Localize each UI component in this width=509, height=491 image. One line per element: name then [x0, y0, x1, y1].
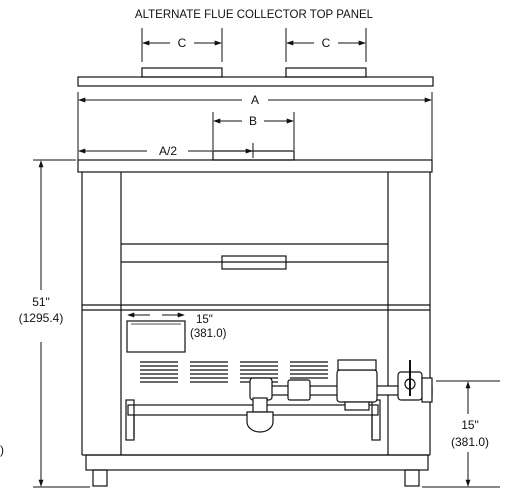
- sediment-trap: [246, 411, 274, 433]
- louver-group-4: [290, 361, 328, 379]
- pipe-end-fitting: [421, 377, 433, 403]
- dimension-c-right-label: C: [322, 36, 331, 50]
- gas-valve-body: [336, 369, 378, 403]
- dimension-a-label: A: [251, 93, 259, 107]
- gas-valve-top: [337, 359, 377, 371]
- top-panel-plate: [77, 76, 434, 87]
- dimension-gas-inlet-height: [422, 380, 500, 488]
- dimension-b-label: B: [249, 114, 257, 128]
- gas-valve-bottom: [344, 401, 370, 411]
- flue-collar-left: [141, 67, 223, 78]
- cabinet-base: [85, 454, 429, 487]
- rating-plate-width-mm: (381.0): [190, 328, 227, 340]
- gas-inlet-height-mm: (381.0): [451, 435, 489, 449]
- rating-plate-width-in: 15": [196, 314, 213, 326]
- dimension-c-left-label: C: [178, 36, 187, 50]
- dimension-b: [212, 112, 295, 150]
- dimension-c-right: [285, 28, 367, 62]
- rating-plate: [126, 320, 186, 353]
- foot-left: [92, 469, 108, 487]
- pipe-elbow: [249, 377, 273, 401]
- upper-panel-handle: [221, 255, 287, 270]
- cropped-label-fragment: ): [0, 443, 4, 457]
- dimension-a-half-label: A/2: [159, 144, 177, 158]
- cabinet-top-cap: [77, 159, 433, 173]
- gas-inlet-height-in: 15": [461, 418, 479, 432]
- louver-group-2: [190, 361, 228, 383]
- dimension-overall-height: [33, 159, 90, 488]
- dimension-a: [77, 92, 433, 160]
- overall-height-mm: (1295.4): [19, 311, 64, 325]
- flue-collar-right: [285, 67, 367, 78]
- overall-height-in: 51": [32, 295, 50, 309]
- boiler-cabinet: [77, 150, 433, 456]
- base-rail: [85, 454, 429, 471]
- louver-group-1: [140, 361, 178, 383]
- pipe-drop: [252, 397, 268, 413]
- dimension-c-left: [141, 28, 223, 62]
- louver-vents: [140, 361, 328, 383]
- diagram-title: ALTERNATE FLUE COLLECTOR TOP PANEL: [135, 9, 374, 21]
- gas-train: [246, 359, 433, 433]
- alternate-top-panel: [77, 67, 434, 87]
- pipe-union: [287, 379, 311, 401]
- foot-right: [404, 469, 420, 487]
